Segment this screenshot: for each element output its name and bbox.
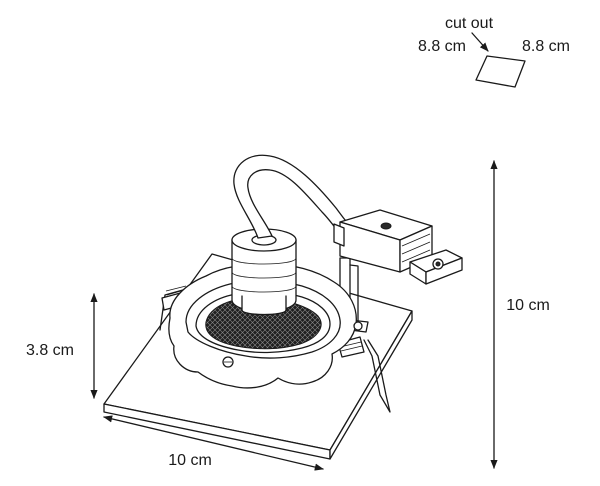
trim-plate-right-edge [329, 310, 413, 460]
cutout-square-shape [475, 55, 526, 88]
cutout-inset: cut out 8.8 cm 8.8 cm [418, 15, 570, 88]
cutout-depth-label: 8.8 cm [522, 38, 570, 55]
downlight-fixture [103, 154, 463, 460]
width-dimension-line [103, 415, 324, 471]
terminal-box [333, 209, 463, 285]
lamp-socket [231, 228, 297, 316]
dimension-lines: 10 cm 3.8 cm 10 cm [26, 160, 550, 471]
width-label: 10 cm [168, 452, 212, 469]
screw-right [353, 321, 363, 331]
cutout-pointer-arrow [471, 32, 489, 52]
cutout-width-label: 8.8 cm [418, 38, 466, 55]
height-label: 3.8 cm [26, 342, 74, 359]
depth-label: 10 cm [506, 297, 550, 314]
cutout-title-label: cut out [445, 15, 494, 32]
